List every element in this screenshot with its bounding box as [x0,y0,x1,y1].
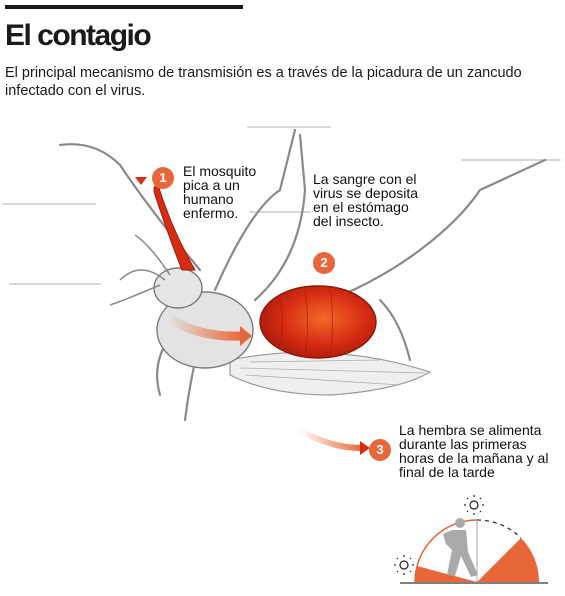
blood-flow-arrow [163,313,247,341]
step-badge-2: 2 [313,252,335,274]
step-2-text: La sangre con el virus se deposita en el… [313,171,419,229]
morning-segment [414,566,477,582]
page-title: El contagio [5,19,152,52]
wing-veins [239,359,426,386]
day-arc-dashed [476,519,522,539]
blood-flow-arrowhead [240,326,252,346]
day-cycle-diagram [394,495,548,584]
step-badge-1: 1 [152,167,174,189]
sun-icon [464,495,484,515]
mosquito-legs [58,128,547,422]
mosquito-head [153,267,203,309]
mosquito-antennae [109,234,171,306]
step1-arrowhead [135,177,147,185]
top-rule [5,5,243,9]
step-badge-3: 3 [369,439,391,461]
step3-arrow [297,427,365,451]
runner-icon [443,518,478,577]
sun-icon [394,555,414,575]
mosquito-abdomen-blood [259,285,377,359]
evening-segment [477,538,540,582]
day-arc-solid [414,519,478,583]
step3-arrowhead [360,441,370,455]
step-1-text: El mosquito pica a un humano enfermo. [183,163,257,221]
intro-text: El principal mecanismo de transmisión es… [5,65,522,99]
step-3-text: La hembra se alimenta durante las primer… [399,422,549,480]
mosquito-proboscis [153,184,196,271]
mosquito-wing [229,351,432,396]
